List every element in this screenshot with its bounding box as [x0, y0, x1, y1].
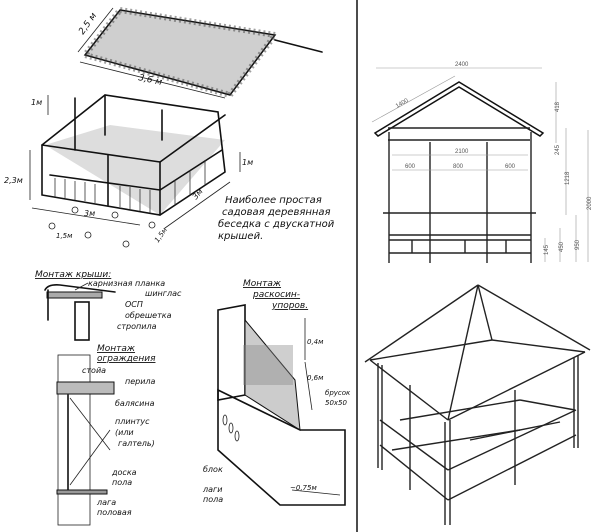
- dim-label: 950: [575, 239, 581, 250]
- brace-label: брусок: [325, 389, 351, 397]
- rail-height-label: 1м: [242, 158, 253, 167]
- fence-label: пола: [112, 478, 132, 487]
- dim-label: 2100: [455, 149, 469, 155]
- brace-label: 50x50: [325, 399, 348, 407]
- brace-detail-title: Монтаж: [243, 279, 282, 289]
- brace-label: лаги: [202, 485, 222, 494]
- dim-label: 800: [453, 164, 464, 170]
- fence-label: (или: [115, 428, 134, 437]
- fence-label: балясина: [115, 399, 155, 408]
- dim-label: 2000: [587, 196, 593, 210]
- svg-text:беседка с двускатной: беседка с двускатной: [218, 218, 335, 230]
- roof-label-rafter: стропила: [117, 322, 157, 331]
- dim-label: 418: [555, 101, 561, 112]
- rise-label: 1м: [31, 98, 42, 107]
- height-label: 2,3м: [4, 176, 23, 185]
- roof-detail-title: Монтаж крыши:: [35, 270, 111, 280]
- dim-label: 1400: [395, 98, 410, 110]
- isometric-frame: [364, 284, 591, 525]
- roof-label-battens: обрешетка: [125, 311, 172, 320]
- brace-label: блок: [203, 465, 223, 474]
- dim-label: 450: [559, 241, 565, 252]
- roof-detail: Монтаж крыши: карнизная планка шинглас О…: [35, 270, 182, 341]
- side-length-label: 3м: [191, 187, 205, 201]
- dim-label: 245: [555, 144, 561, 155]
- brace-detail: Монтаж раскосин- упоров. 0,4м 0,6м ~0,75…: [202, 279, 351, 506]
- dim-label: 145: [544, 244, 550, 255]
- fence-label: плинтус: [115, 417, 150, 426]
- dim-label: 1218: [565, 171, 571, 185]
- fence-detail-title: ограждения: [97, 354, 156, 364]
- dim-label: 2400: [455, 62, 469, 68]
- roof-length-label: 3,6 м: [137, 73, 163, 88]
- svg-text:Наиболее простая: Наиболее простая: [225, 194, 322, 206]
- brace-detail-title: упоров.: [271, 301, 308, 311]
- svg-text:крышей.: крышей.: [218, 231, 263, 242]
- caption: Наиболее простая садовая деревянная бесе…: [218, 194, 335, 242]
- roof-width-label: 2,5 м: [77, 11, 99, 37]
- fence-label: доска: [111, 468, 137, 477]
- fence-label: галтель): [118, 439, 155, 448]
- fence-detail-title: Монтаж: [97, 344, 136, 354]
- dim-label: 600: [405, 164, 416, 170]
- fence-detail: Монтаж ограждения стойа перила балясина …: [56, 344, 156, 526]
- fence-label: лага: [96, 498, 116, 507]
- brace-dim: 0,4м: [307, 338, 324, 346]
- fence-label: половая: [97, 508, 132, 517]
- brace-detail-title: раскосин-: [252, 290, 300, 300]
- roof-label-shingles: шинглас: [145, 289, 182, 298]
- roof-panel-sketch: 2,5 м 3,6 м: [77, 6, 323, 99]
- post-spacing-label-b: 1,5м: [153, 226, 169, 245]
- front-length-label: 3м: [84, 209, 95, 218]
- brace-dim: ~0,75м: [290, 484, 317, 492]
- gazebo-frame-sketch: 1м 2,3м 1м 3м 3м 1,5м 1,5м Наиболее прос…: [4, 94, 335, 248]
- fence-label: перила: [125, 377, 156, 386]
- brace-dim: 0,6м: [307, 374, 324, 382]
- front-elevation: 2400 1400 418 245 1218 2000 950 450 145 …: [371, 62, 593, 263]
- fence-label: стойа: [82, 366, 106, 375]
- brace-label: пола: [203, 495, 223, 504]
- roof-label-osb: ОСП: [125, 300, 143, 309]
- svg-text:садовая деревянная: садовая деревянная: [222, 207, 331, 218]
- dim-label: 600: [505, 164, 516, 170]
- roof-label-eave-strip: карнизная планка: [88, 279, 165, 288]
- post-spacing-label-a: 1,5м: [56, 232, 73, 240]
